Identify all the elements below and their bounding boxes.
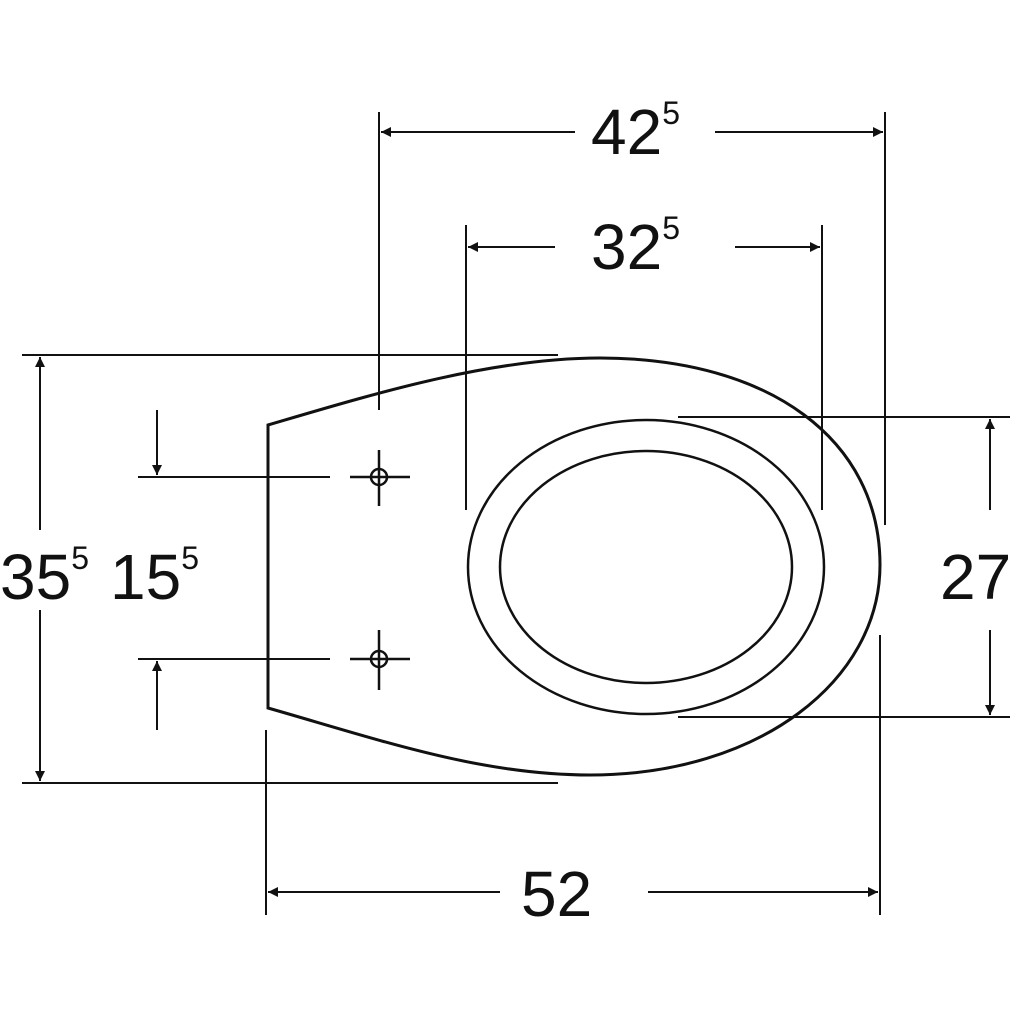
bowl-outline — [266, 356, 882, 777]
bowl-rim — [466, 418, 826, 716]
dimension-label-15-5: 155 — [110, 540, 199, 613]
dimension-label-32-5: 325 — [585, 212, 686, 279]
dimension-label-42-5: 425 — [585, 97, 686, 164]
dimension-label-27: 27 — [940, 541, 1012, 613]
dimension-lines — [35, 127, 995, 897]
fixing-holes — [350, 450, 410, 690]
dimension-label-35-5: 355 — [0, 540, 89, 613]
dimension-label-52: 52 — [515, 862, 599, 926]
extension-lines — [22, 112, 1010, 915]
